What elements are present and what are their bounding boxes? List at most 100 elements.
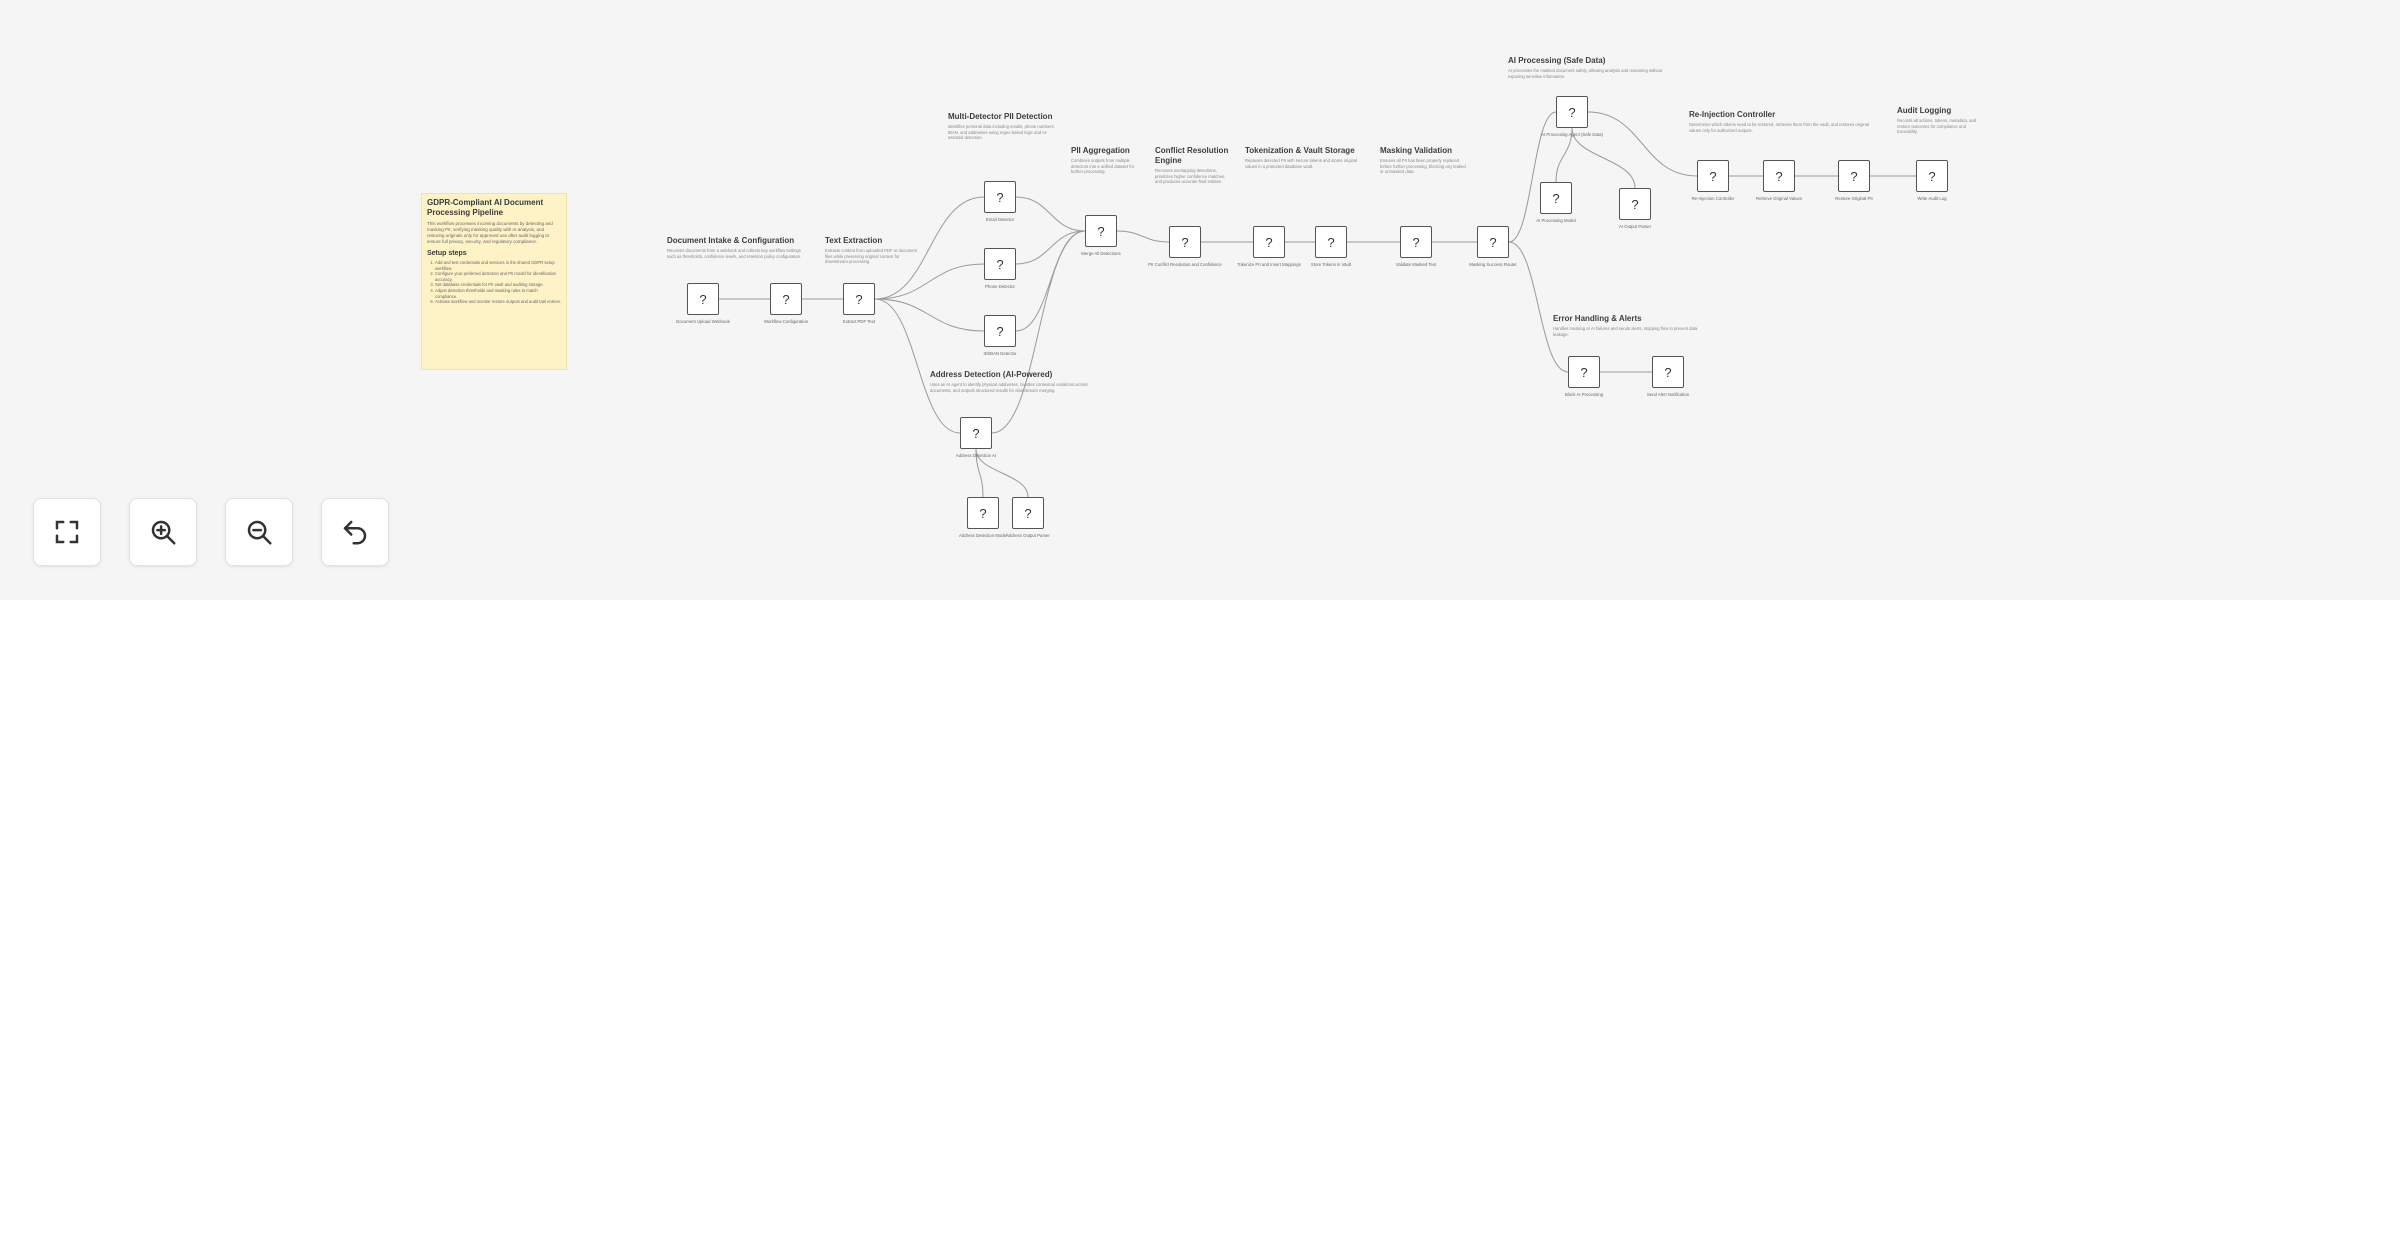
node-label: Merge All Detections	[1081, 251, 1121, 256]
connection-edge	[991, 230, 1086, 434]
zoom-out-icon	[247, 520, 272, 545]
node-label: Address Detection Model	[958, 533, 1008, 538]
sticky-description: This workflow processes incoming documen…	[427, 221, 553, 244]
connection-edge	[1508, 111, 1557, 243]
node-ai-processing-model[interactable]: ?AI Processing Model	[1536, 182, 1576, 223]
node-icon: ?	[1775, 168, 1783, 184]
node-merge-all-detections[interactable]: ?Merge All Detections	[1081, 215, 1121, 256]
node-address-output-parser[interactable]: ? Address Output Parser	[1006, 497, 1050, 538]
undo-reset-button[interactable]	[321, 498, 389, 566]
node-label: Masking Success Router	[1469, 262, 1517, 267]
group-description: Records all actions, tokens, metadata, a…	[1897, 118, 1977, 135]
node-document-upload-webhook[interactable]: ? Document Upload Webhook	[676, 283, 730, 324]
connection-edge	[1015, 230, 1086, 265]
node-label: Tokenize PII and Insert Mappings	[1237, 262, 1301, 267]
node-icon: ?	[1709, 168, 1717, 184]
group-description: Combines outputs from multiple detectors…	[1071, 158, 1135, 175]
node-label: ID/IBAN Detector	[983, 351, 1017, 356]
group-address-detection: Address Detection (AI-Powered) Uses an A…	[930, 370, 1090, 393]
connection-edge	[1015, 230, 1086, 332]
zoom-out-button[interactable]	[225, 498, 293, 566]
subnode-connection	[975, 448, 1029, 498]
node-icon: ?	[1489, 234, 1497, 250]
node-address-detection-ai[interactable]: ?Address Detection AI	[956, 417, 996, 458]
node-label: Document Upload Webhook	[676, 319, 730, 324]
group-description: AI processes the masked document safely,…	[1508, 68, 1663, 79]
node-send-alert-notification[interactable]: ?Send Alert Notification	[1647, 356, 1689, 397]
group-title: Masking Validation	[1380, 146, 1453, 155]
group-title: Address Detection (AI-Powered)	[930, 370, 1053, 379]
workflow-canvas[interactable]: GDPR-Compliant AI Document Processing Pi…	[0, 0, 2400, 600]
node-ai-processing-agent[interactable]: ?AI Processing Agent (Safe Data)	[1541, 96, 1603, 137]
node-icon: ?	[1265, 234, 1273, 250]
node-pii-conflict-resolution[interactable]: ?PII Conflict Resolution and Confidence	[1148, 226, 1222, 267]
group-title: PII Aggregation	[1071, 146, 1130, 155]
node-workflow-configuration[interactable]: ? Workflow Configuration	[764, 283, 808, 324]
group-description: Identifies personal data including email…	[948, 124, 1055, 141]
sticky-note-overview[interactable]: GDPR-Compliant AI Document Processing Pi…	[421, 193, 567, 370]
group-title: Conflict Resolution Engine	[1155, 146, 1229, 165]
connection-edge	[874, 298, 985, 332]
group-ai-processing: AI Processing (Safe Data) AI processes t…	[1508, 56, 1668, 79]
group-description: Determines which tokens need to be resto…	[1689, 122, 1869, 133]
node-store-tokens-vault[interactable]: ?Store Tokens in Vault	[1311, 226, 1351, 267]
subnode-connection	[1571, 127, 1636, 189]
group-audit-logging: Audit Logging Records all actions, token…	[1897, 106, 1977, 135]
node-label: Workflow Configuration	[763, 319, 809, 324]
node-icon: ?	[1412, 234, 1420, 250]
node-phone-detector[interactable]: ? Phone Detector	[984, 248, 1016, 289]
connection-edge	[1116, 230, 1170, 243]
node-validate-masked-text[interactable]: ?Validate Masked Text	[1396, 226, 1436, 267]
group-text-extraction: Text Extraction Extracts content from up…	[825, 236, 920, 265]
group-multi-detector: Multi-Detector PII Detection Identifies …	[948, 112, 1056, 141]
setup-step: Set database credentials for PII vault a…	[435, 282, 561, 288]
node-write-audit-log[interactable]: ?Write Audit Log	[1916, 160, 1948, 201]
group-tokenization-vault: Tokenization & Vault Storage Replaces de…	[1245, 146, 1363, 169]
setup-step: Adjust detection thresholds and masking …	[435, 288, 561, 299]
node-address-detection-model[interactable]: ? Address Detection Model	[959, 497, 1007, 538]
node-icon: ?	[699, 291, 707, 307]
fit-view-button[interactable]	[33, 498, 101, 566]
node-label: Phone Detector	[985, 284, 1015, 289]
setup-step: Configure your preferred detection and P…	[435, 271, 561, 282]
node-retrieve-original-values[interactable]: ? Retrieve Original Values	[1756, 160, 1802, 201]
node-masking-success-router[interactable]: ? Masking Success Router	[1469, 226, 1517, 267]
node-icon: ?	[1850, 168, 1858, 184]
group-conflict-resolution: Conflict Resolution Engine Removes overl…	[1155, 146, 1231, 185]
node-restore-original-pii[interactable]: ? Restore Original PII	[1835, 160, 1873, 201]
connection-edge	[1587, 111, 1698, 177]
node-icon: ?	[855, 291, 863, 307]
node-icon: ?	[1580, 364, 1588, 380]
node-icon: ?	[979, 505, 987, 521]
connection-edge	[874, 263, 985, 300]
node-block-ai-processing[interactable]: ?Block AI Processing	[1565, 356, 1603, 397]
group-description: Replaces detected PII with secure tokens…	[1245, 158, 1358, 169]
group-pii-aggregation: PII Aggregation Combines outputs from mu…	[1071, 146, 1143, 175]
node-email-detector[interactable]: ?Email Detector	[984, 181, 1016, 222]
group-title: AI Processing (Safe Data)	[1508, 56, 1606, 65]
node-label: Retrieve Original Values	[1755, 196, 1803, 201]
sticky-setup-heading: Setup steps	[427, 250, 467, 257]
group-title: Audit Logging	[1897, 106, 1952, 115]
group-description: Receives documents from a webhook and co…	[667, 248, 802, 259]
node-label: Write Audit Log	[1917, 196, 1947, 201]
node-icon: ?	[996, 256, 1004, 272]
node-reinjection-controller[interactable]: ?Re-Injection Controller	[1692, 160, 1734, 201]
connection-edge	[874, 196, 985, 300]
node-icon: ?	[972, 425, 980, 441]
node-label: Address Output Parser	[1006, 533, 1050, 538]
group-masking-validation: Masking Validation Ensures all PII has b…	[1380, 146, 1470, 175]
group-title: Document Intake & Configuration	[667, 236, 795, 245]
node-ai-output-parser[interactable]: ?AI Output Parser	[1619, 188, 1651, 229]
node-icon: ?	[782, 291, 790, 307]
node-label: Restore Original PII	[1835, 196, 1873, 201]
node-icon: ?	[1552, 190, 1560, 206]
subnode-connection	[975, 448, 984, 498]
node-tokenize-pii[interactable]: ? Tokenize PII and Insert Mappings	[1237, 226, 1301, 267]
group-description: Removes overlapping detections, prioriti…	[1155, 168, 1226, 185]
node-iban-detector[interactable]: ?ID/IBAN Detector	[984, 315, 1016, 356]
group-title: Tokenization & Vault Storage	[1245, 146, 1355, 155]
node-extract-pdf-text[interactable]: ?Extract PDF Text	[843, 283, 875, 324]
zoom-in-button[interactable]	[129, 498, 197, 566]
node-icon: ?	[1024, 505, 1032, 521]
